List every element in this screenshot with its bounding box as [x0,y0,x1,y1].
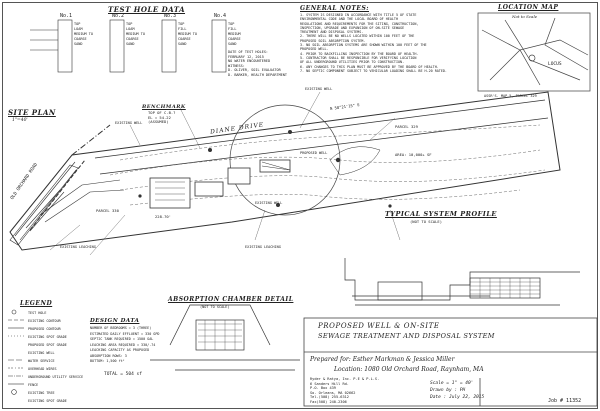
benchmark-title: BENCHMARK [142,104,186,110]
absorption-title: ABSORPTION CHAMBER DETAIL [168,296,294,303]
site-plan-title: SITE PLAN [8,108,56,117]
benchmark-detail: TOP OF C.B.?EL = 54.22(ASSUMED) [148,110,176,125]
title-block-meta: Scale = 1" = 40' Drawn by : PH Date : Ju… [430,381,485,400]
test-hole-label: No.3 [164,13,177,19]
general-notes-list: 1. SYSTEM IS DESIGNED IN ACCORDANCE WITH… [300,13,447,73]
location-map-subtitle: Not to Scale [512,14,538,19]
typical-profile-title: TYPICAL SYSTEM PROFILE [385,210,497,218]
general-notes-title: GENERAL NOTES: [300,5,370,12]
site-plan-scale: 1"=40' [12,118,28,123]
project-title-line2: SEWAGE TREATMENT AND DISPOSAL SYSTEM [318,332,495,340]
test-hole-title: TEST HOLE DATA [108,5,186,14]
leaching-label: EXISTING LEACHING [245,245,281,249]
absorption-note: (NOT TO SCALE) [200,305,230,309]
leaching-label: EXISTING LEACHING [60,245,96,249]
parcel-label: PARCEL 330 [96,208,119,213]
existing-well-label: EXISTING WELL [305,87,333,91]
prepared-for: Prepared for: Esther Markman & Jessica M… [310,356,455,363]
firm-block: Ryder & Ratya, Inc. P.E & P.L.S.6 Sander… [310,377,380,404]
test-hole-label: No.1 [60,13,73,19]
area-note: AREA: 10,000+ SF [395,152,432,157]
location-map-caption: ASSR'S. MAP 5, PARCEL 329 [484,94,537,98]
project-title-line1: PROPOSED WELL & ON-SITE [318,322,440,330]
parcel-label: PARCEL 329 [395,124,418,129]
locus-label: LOCUS [548,62,562,67]
test-hole-label: No.2 [112,13,125,19]
existing-well-label: EXISTING WELL [115,121,143,125]
test-hole-label: No.4 [214,13,227,19]
typical-profile-note: (NOT TO SCALE) [410,219,443,224]
location-map-title: LOCATION MAP [498,4,559,11]
legend-title: LEGEND [20,300,53,307]
design-total: TOTAL = 504 sf [104,372,142,377]
existing-well-label: EXISTING WELL [255,201,283,205]
job-number: Job # 11352 [548,398,582,404]
design-data-list: NUMBER OF BEDROOMS = 3 (THREE)ESTIMATED … [90,326,160,363]
project-location: Location: 1080 Old Orchard Road, Raynham… [334,366,484,373]
distance-label: 228.70' [155,214,172,219]
design-data-title: DESIGN DATA [90,318,140,324]
proposed-well-label: PROPOSED WELL [300,151,328,155]
